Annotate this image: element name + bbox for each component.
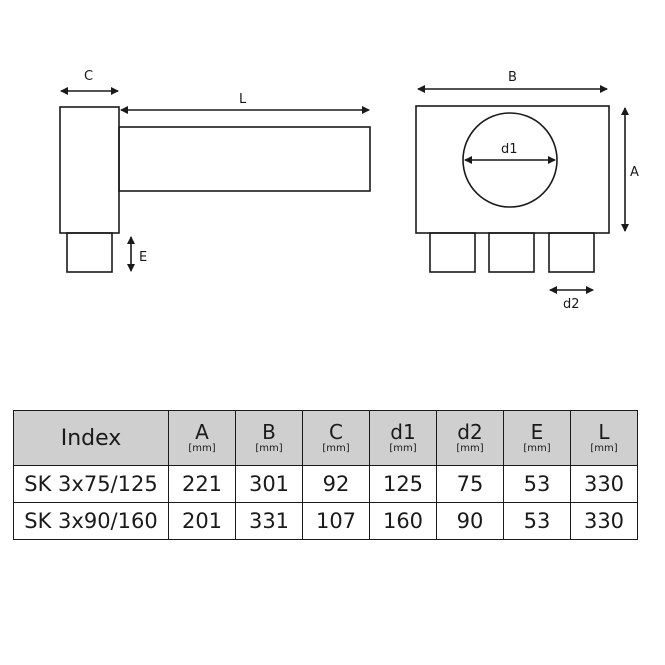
table-row: SK 3x90/160 201 331 107 160 90 53 330 bbox=[13, 502, 638, 540]
header-c-unit: [mm] bbox=[322, 443, 350, 454]
cell-l: 330 bbox=[570, 465, 638, 503]
label-d2: d2 bbox=[563, 297, 580, 312]
front-view bbox=[415, 85, 629, 294]
technical-drawing: C L E B A d1 d2 bbox=[59, 69, 639, 312]
cell-c: 107 bbox=[302, 502, 370, 540]
header-d2: d2[mm] bbox=[436, 410, 504, 466]
header-d1-unit: [mm] bbox=[389, 443, 417, 454]
front-view-spigot-3 bbox=[548, 232, 595, 273]
header-l: L[mm] bbox=[570, 410, 638, 466]
header-e-unit: [mm] bbox=[523, 443, 551, 454]
table-row: SK 3x75/125 221 301 92 125 75 53 330 bbox=[13, 465, 638, 503]
header-d1: d1[mm] bbox=[369, 410, 437, 466]
front-view-spigot-1 bbox=[429, 232, 476, 273]
label-l: L bbox=[239, 92, 247, 107]
cell-b: 331 bbox=[235, 502, 303, 540]
header-b-unit: [mm] bbox=[255, 443, 283, 454]
side-view-duct bbox=[118, 126, 371, 192]
cell-l: 330 bbox=[570, 502, 638, 540]
header-d2-label: d2 bbox=[457, 420, 483, 444]
header-d1-label: d1 bbox=[390, 420, 416, 444]
dimensions-table: Index A[mm] B[mm] C[mm] d1[mm] d2[mm] E[… bbox=[13, 410, 638, 540]
header-d2-unit: [mm] bbox=[456, 443, 484, 454]
header-l-label: L bbox=[598, 420, 610, 444]
side-view-spigot bbox=[66, 232, 113, 273]
header-a: A[mm] bbox=[168, 410, 236, 466]
row-index: SK 3x75/125 bbox=[13, 465, 169, 503]
header-a-unit: [mm] bbox=[188, 443, 216, 454]
label-d1: d1 bbox=[501, 142, 518, 157]
cell-b: 301 bbox=[235, 465, 303, 503]
header-e-label: E bbox=[530, 420, 544, 444]
header-b-label: B bbox=[262, 420, 276, 444]
cell-e: 53 bbox=[503, 502, 571, 540]
front-view-body bbox=[415, 105, 610, 234]
header-l-unit: [mm] bbox=[590, 443, 618, 454]
cell-d1: 125 bbox=[369, 465, 437, 503]
cell-e: 53 bbox=[503, 465, 571, 503]
label-b: B bbox=[508, 70, 517, 85]
cell-a: 221 bbox=[168, 465, 236, 503]
cell-d2: 75 bbox=[436, 465, 504, 503]
label-a: A bbox=[630, 165, 639, 180]
label-e: E bbox=[139, 250, 147, 265]
front-view-spigot-2 bbox=[488, 232, 535, 273]
header-e: E[mm] bbox=[503, 410, 571, 466]
side-view-body bbox=[59, 106, 120, 234]
side-view bbox=[59, 87, 371, 273]
cell-d1: 160 bbox=[369, 502, 437, 540]
label-c: C bbox=[84, 69, 93, 84]
header-a-label: A bbox=[195, 420, 209, 444]
cell-a: 201 bbox=[168, 502, 236, 540]
row-index: SK 3x90/160 bbox=[13, 502, 169, 540]
header-c: C[mm] bbox=[302, 410, 370, 466]
header-c-label: C bbox=[329, 420, 343, 444]
header-index: Index bbox=[13, 410, 169, 466]
front-view-main-opening bbox=[462, 112, 558, 208]
cell-d2: 90 bbox=[436, 502, 504, 540]
table-header-row: Index A[mm] B[mm] C[mm] d1[mm] d2[mm] E[… bbox=[13, 410, 638, 466]
header-b: B[mm] bbox=[235, 410, 303, 466]
cell-c: 92 bbox=[302, 465, 370, 503]
